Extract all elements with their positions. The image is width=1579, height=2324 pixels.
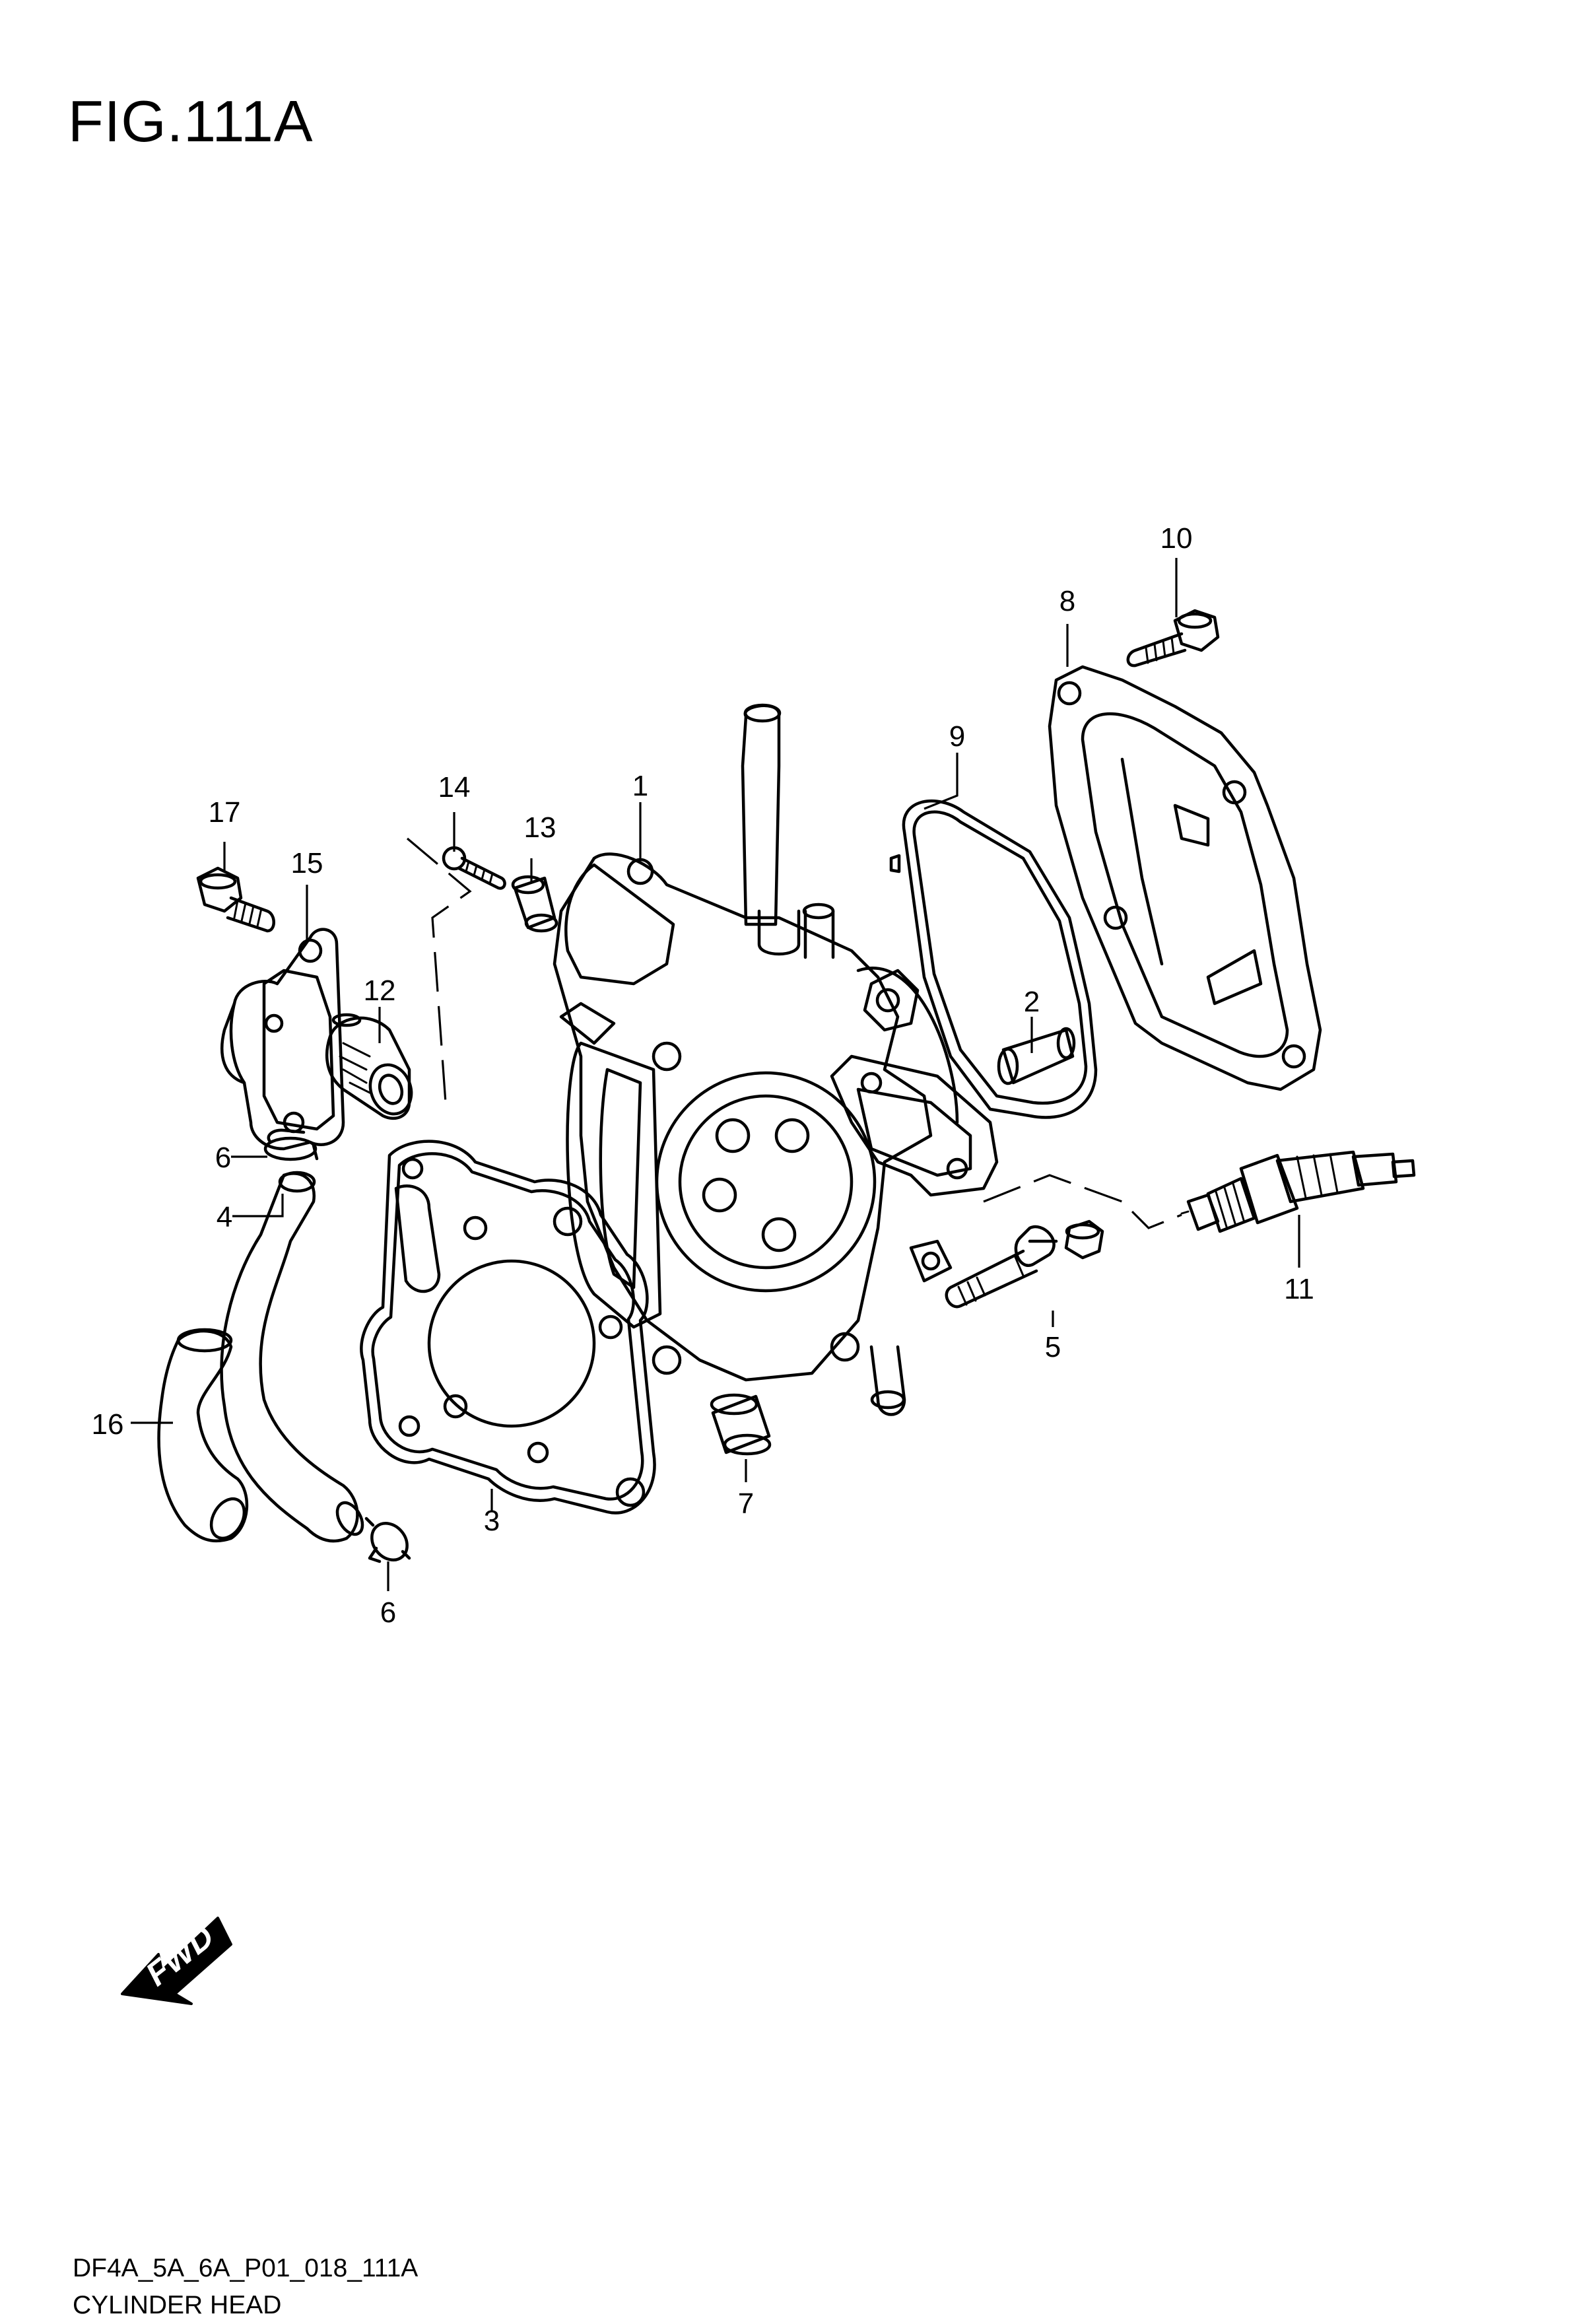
figure-name: CYLINDER HEAD [73,2291,282,2319]
spark-plug-part [1180,1150,1416,1233]
figure-code: DF4A_5A_6A_P01_018_111A [73,2254,419,2282]
dowel-2-part [997,1027,1076,1085]
bolt-10-part [1126,609,1220,667]
hose-part [157,1328,249,1543]
head-gasket-part [360,1140,656,1515]
callout-16: 16 [92,1408,124,1441]
callout-11: 11 [1284,1273,1314,1305]
callout-8: 8 [1059,585,1075,617]
callout-5: 5 [1045,1331,1061,1363]
cover-gasket-part [889,799,1098,1119]
reference-line-12 [406,837,472,1103]
fwd-arrow-icon: FWD [121,1917,232,2005]
callout-14: 14 [438,771,471,803]
callout-12: 12 [364,974,396,1007]
callout-9: 9 [949,720,965,753]
water-hose-part [220,1171,364,1543]
callout-7: 7 [738,1487,754,1520]
callout-2: 2 [1024,986,1040,1018]
callout-15: 15 [291,847,323,879]
callout-13: 13 [524,811,556,844]
bolt-17-part [196,866,275,933]
head-cover-part [1048,665,1322,1091]
callout-6-lower: 6 [380,1596,396,1629]
hose-clip-upper-part [263,1128,319,1161]
callout-17: 17 [209,796,241,829]
thermostat-part [325,1013,413,1120]
reference-line-11 [983,1174,1182,1229]
dowel-13-part [511,875,558,933]
callout-1: 1 [632,770,648,802]
figure-title: FIG.111A [68,88,314,154]
callout-10: 10 [1160,522,1193,555]
callout-6-upper: 6 [215,1142,231,1174]
callout-3: 3 [484,1505,500,1537]
figure-footer: DF4A_5A_6A_P01_018_111A CYLINDER HEAD [73,2250,418,2324]
cylinder-head-part [553,703,999,1416]
thermostat-cover-part [220,928,345,1151]
hose-clip-lower-part [364,1517,411,1563]
leader-lines [131,558,1300,1591]
dowel-7-part [710,1393,772,1456]
callout-4: 4 [217,1201,232,1233]
screw-14-part [442,846,506,890]
bolt-5-part [945,1219,1104,1309]
